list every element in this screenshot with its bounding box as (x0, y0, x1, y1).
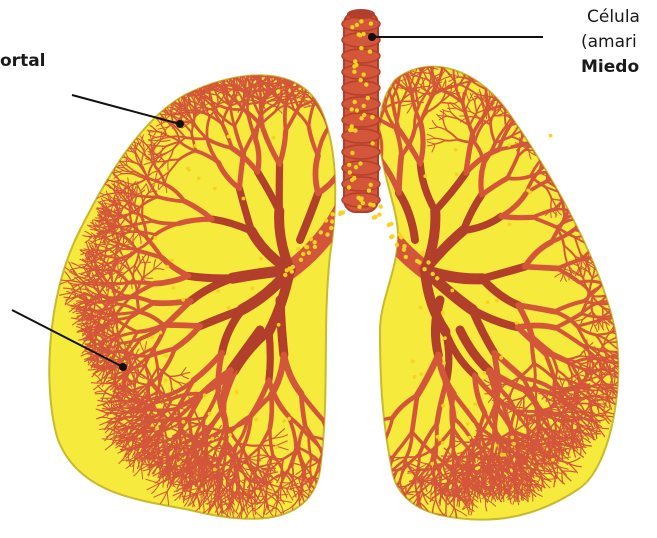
label-top-left: ortal (0, 50, 46, 72)
label-top-right-line2: (amari (581, 31, 637, 53)
label-top-right-line1: Célula (587, 6, 640, 28)
leader-dot-mid-left (119, 363, 127, 371)
leader-dot-top-left (176, 120, 184, 128)
leader-dot-top-right (368, 33, 376, 41)
label-top-right-line3: Miedo (581, 56, 639, 78)
